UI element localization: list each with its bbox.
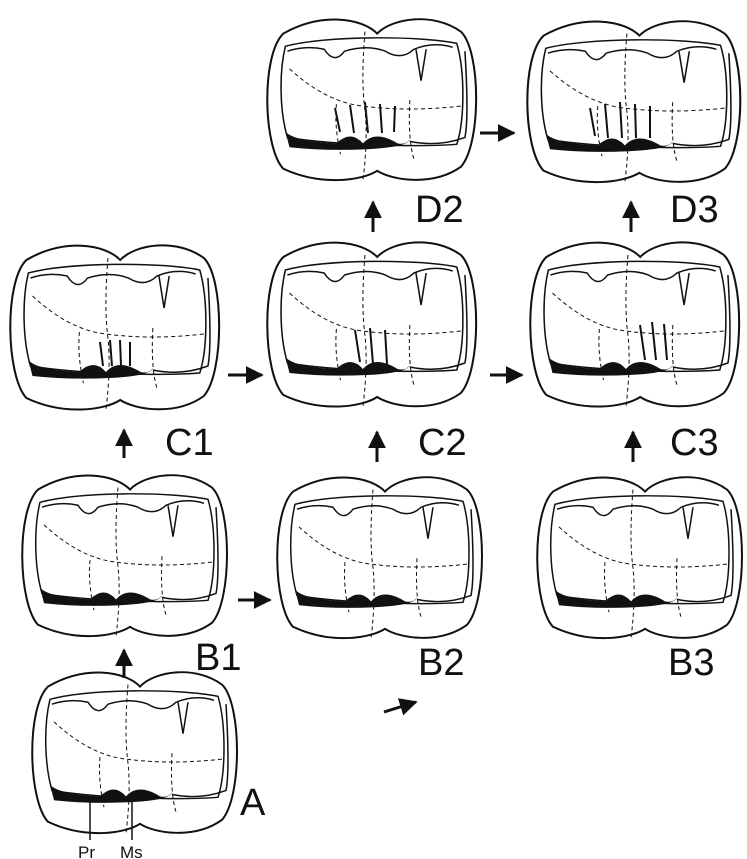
stage-label-C1: C1 xyxy=(165,422,214,464)
stage-label-D2: D2 xyxy=(415,189,464,231)
stage-label-B3: B3 xyxy=(668,642,714,684)
stage-label-B2: B2 xyxy=(418,642,464,684)
tooth-stage-A xyxy=(32,672,237,833)
tooth-stage-D2 xyxy=(267,19,476,180)
tooth-stage-B1 xyxy=(22,475,227,636)
stage-label-B1: B1 xyxy=(195,637,241,679)
stage-label-D3: D3 xyxy=(670,189,719,231)
cusp-label-ms: Ms xyxy=(120,843,143,859)
stage-label-C2: C2 xyxy=(418,422,467,464)
tooth-stage-B2 xyxy=(277,477,482,638)
tooth-stage-B3 xyxy=(537,477,742,638)
arrow-A-to-B2 xyxy=(384,702,416,712)
stage-label-C3: C3 xyxy=(670,422,719,464)
tooth-stage-C1 xyxy=(10,245,219,410)
tooth-stage-C2 xyxy=(267,242,476,407)
cusp-label-pr: Pr xyxy=(78,843,95,859)
stage-label-A: A xyxy=(240,782,266,824)
tooth-stage-D3 xyxy=(527,21,740,182)
tooth-stage-C3 xyxy=(530,242,739,407)
